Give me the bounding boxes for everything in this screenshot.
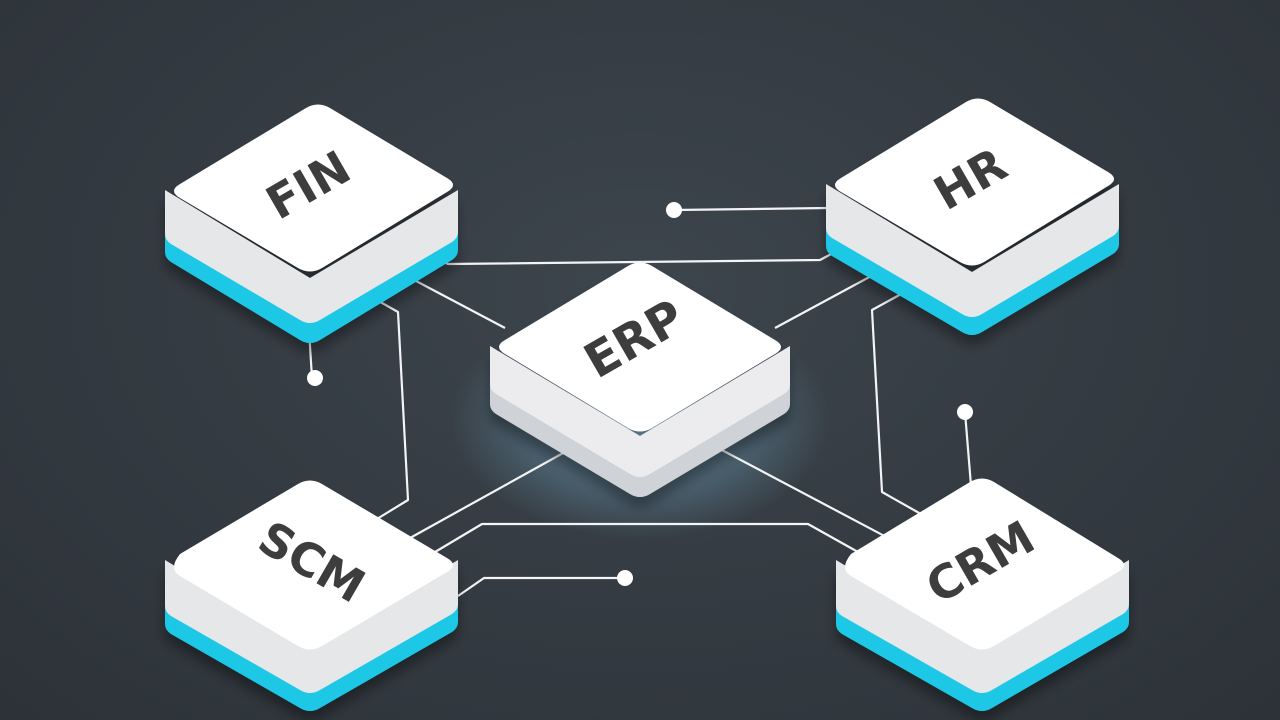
tile-side xyxy=(165,560,458,693)
tile-top xyxy=(174,480,453,650)
endpoint-dot-fin xyxy=(307,370,323,386)
endpoint-dot-hr xyxy=(666,202,682,218)
connector-erp-crm xyxy=(717,447,893,541)
connector-scm-crm xyxy=(429,522,859,556)
tile-side xyxy=(826,184,1119,317)
tile-top xyxy=(174,104,453,272)
connector-fin-hr xyxy=(399,231,873,266)
module-tile-fin[interactable]: FIN xyxy=(165,104,458,344)
endpoint-dot-crm xyxy=(957,404,973,420)
module-tile-crm[interactable]: CRM xyxy=(836,478,1129,712)
tile-top xyxy=(835,98,1114,266)
tile-side xyxy=(836,560,1129,693)
tile-top xyxy=(845,478,1124,650)
module-tile-scm[interactable]: SCM xyxy=(165,480,458,712)
tile-top xyxy=(499,262,781,432)
connector-erp-scm xyxy=(409,451,566,539)
center-tile-erp[interactable]: ERP xyxy=(490,262,790,498)
connector-scm-stub xyxy=(457,576,625,597)
connector-hr-stub xyxy=(673,206,829,212)
endpoint-dot-scm xyxy=(617,570,633,586)
tile-side xyxy=(165,190,458,323)
module-tile-hr[interactable]: HR xyxy=(826,98,1119,336)
tile-side xyxy=(490,346,790,477)
endpoint-dots xyxy=(307,202,973,586)
